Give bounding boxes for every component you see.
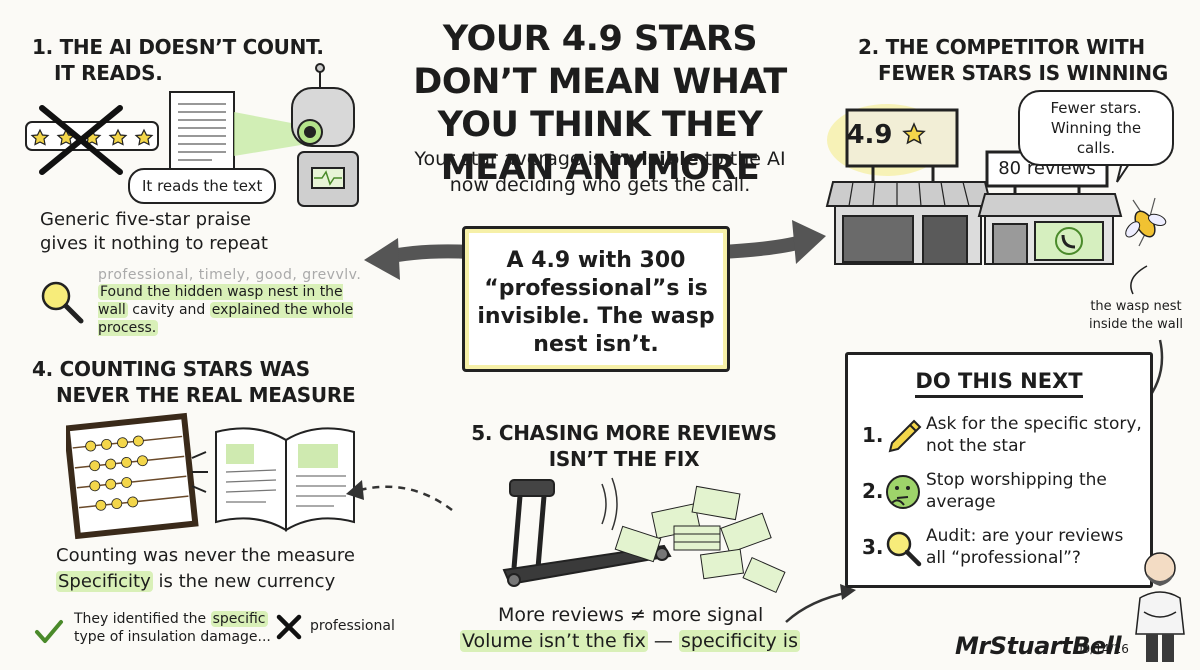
paper-stack-icon — [614, 485, 786, 594]
phone-icon — [1055, 227, 1083, 255]
sign-rating: 4.9 — [846, 120, 926, 150]
section5-line1: More reviews ≠ more signal — [498, 604, 764, 626]
generic-words: professional, timely, good, grevvlv. — [98, 267, 362, 283]
signature: MrStuartBell — [955, 632, 1122, 660]
check-icon — [35, 620, 63, 643]
treadmill-illustration — [502, 477, 786, 594]
pencil-icon — [888, 419, 922, 453]
treadmill-icon — [502, 479, 672, 587]
section1-body: Generic five-star praise gives it nothin… — [40, 209, 268, 254]
scan-beam — [234, 112, 307, 156]
rating-sign — [845, 108, 959, 168]
thinking-face-icon — [886, 475, 920, 509]
storefronts-illustration — [825, 104, 1167, 295]
do-this-next-box: DO THIS NEXT 1. Ask for the specific sto… — [845, 352, 1153, 588]
cross-label: professional — [310, 618, 395, 634]
avatar — [1135, 552, 1185, 662]
double-arrow-graphic — [364, 220, 826, 280]
date: 09/14/26 — [1075, 642, 1129, 656]
subtitle: Your star average is invisible to the AI… — [414, 148, 786, 196]
competitor-speech-bubble: Fewer stars. Winning the calls. — [1018, 90, 1174, 166]
abacus-icon — [66, 412, 199, 540]
section4-line2: Specificity is the new currency — [56, 571, 336, 592]
magnifier-icon — [886, 531, 922, 567]
wasp-icon — [1125, 197, 1167, 247]
specific-review-example: Found the hidden wasp nest in the wall c… — [98, 284, 354, 336]
section5-heading: 5. CHASING MORE REVIEWS ISN’T THE FIX — [471, 421, 777, 471]
section1-heading: 1. THE AI DOESN’T COUNT. IT READS. — [32, 35, 324, 85]
star-rating-card — [25, 105, 159, 175]
do-this-next-title: DO THIS NEXT — [848, 369, 1150, 398]
document-icon — [169, 91, 235, 175]
center-message: A 4.9 with 300 “professional”s is invisi… — [477, 248, 715, 357]
abacus-and-book-illustration — [66, 412, 355, 540]
star-icon — [901, 122, 926, 145]
section5-line2: Volume isn’t the fix — specificity is — [460, 630, 800, 652]
section4-line1: Counting was never the measure — [56, 545, 355, 566]
do-item-1: 1. Ask for the specific story, not the s… — [862, 414, 1142, 456]
wasp-label: the wasp nest inside the wall — [1089, 299, 1183, 332]
do-item-2: 2. Stop worshipping the average — [862, 470, 1107, 512]
section2-heading: 2. THE COMPETITOR WITH FEWER STARS IS WI… — [858, 35, 1168, 85]
cross-icon — [276, 614, 302, 640]
curved-arrow-to-do-next — [785, 584, 856, 623]
dashed-arrow — [346, 480, 453, 511]
page-title: YOUR 4.9 STARS DON’T MEAN WHAT YOU THINK… — [413, 19, 787, 188]
center-message-box: A 4.9 with 300 “professional”s is invisi… — [462, 226, 730, 372]
do-item-3: 3. Audit: are your reviews all “professi… — [862, 526, 1124, 568]
magnifier-icon — [41, 281, 84, 324]
ai-speech-bubble: It reads the text — [128, 168, 277, 204]
robot-icon — [291, 63, 359, 207]
ai-reading-illustration — [25, 63, 359, 207]
open-book-icon — [215, 427, 355, 532]
section4-heading: 4. COUNTING STARS WAS NEVER THE REAL MEA… — [32, 357, 356, 407]
